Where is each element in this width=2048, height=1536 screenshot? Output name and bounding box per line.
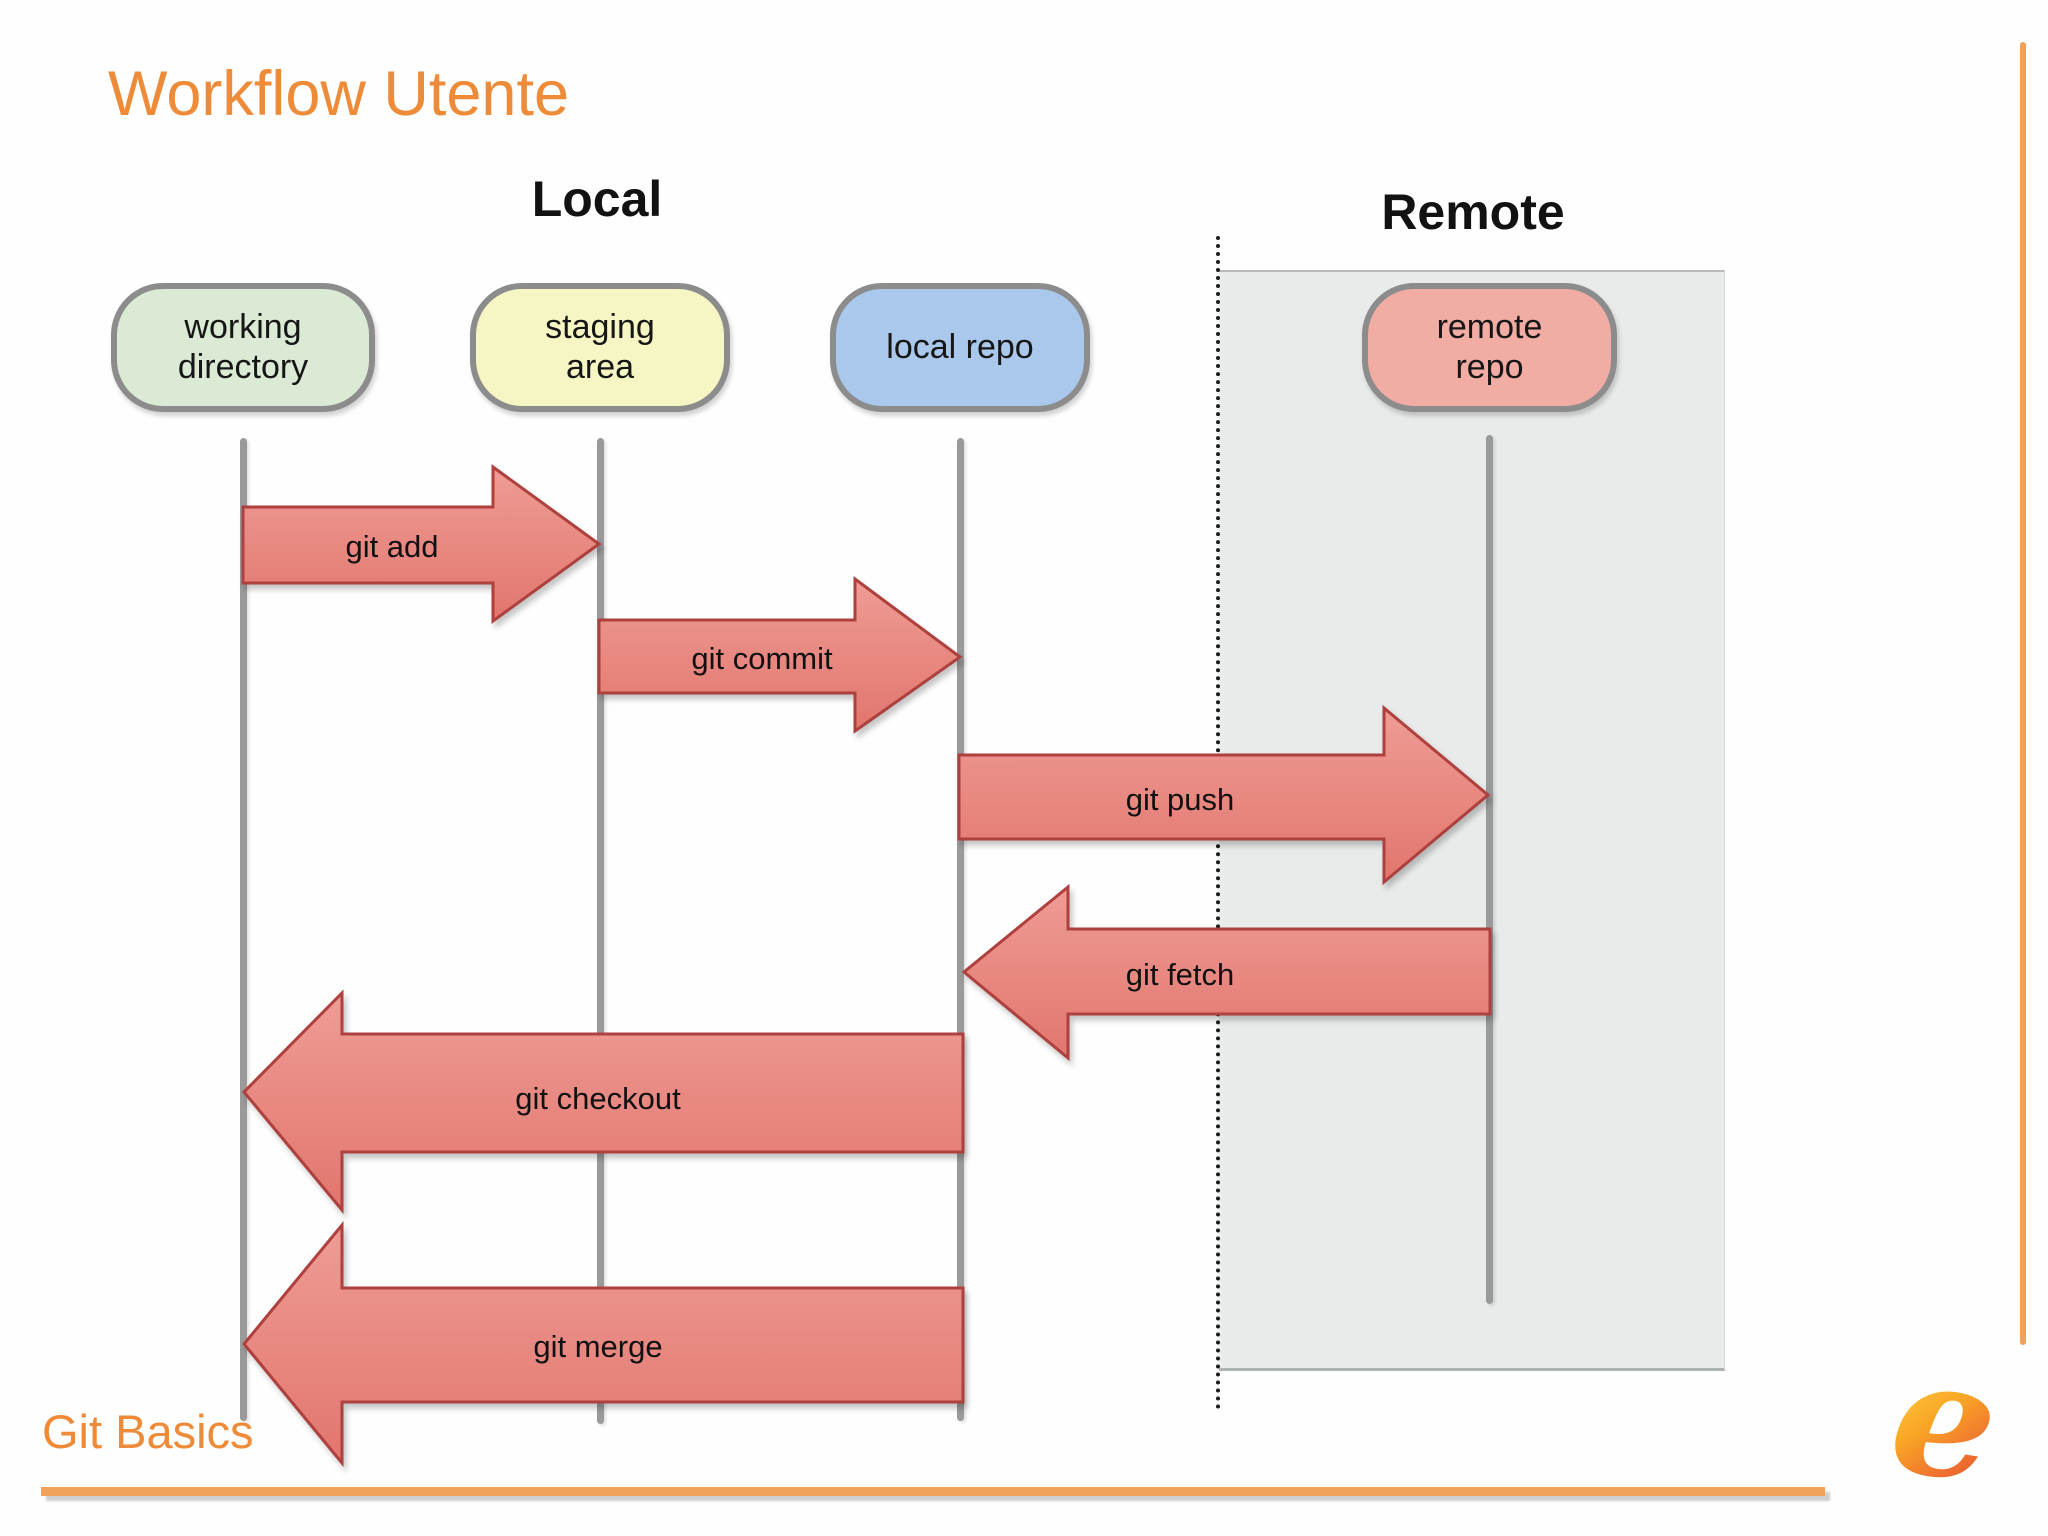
section-header-local: Local: [531, 171, 663, 227]
arrow-label-git-add: git add: [345, 529, 438, 564]
lifeline-remote-repo: [1486, 435, 1493, 1304]
company-logo-icon: e: [1845, 1319, 2045, 1521]
arrow-label-git-merge: git merge: [533, 1329, 662, 1364]
lifeline-local-repo: [957, 438, 964, 1421]
arrow-git-add: [241, 464, 602, 624]
node-label-line: remote: [1436, 308, 1543, 347]
arrow-git-checkout: [241, 989, 965, 1215]
node-label-line: working: [184, 308, 302, 347]
lifeline-staging-area: [597, 438, 604, 1424]
arrow-label-git-push: git push: [1126, 782, 1235, 817]
node-label-line: local repo: [886, 327, 1034, 366]
right-accent-rule: [2020, 42, 2026, 1345]
arrow-git-push: [957, 704, 1491, 886]
slide-title: Workflow Utente: [108, 59, 569, 129]
slide-footer: Git Basics: [42, 1405, 254, 1458]
lifeline-working-directory: [240, 438, 247, 1421]
section-header-remote: Remote: [1381, 184, 1565, 240]
node-label-line: staging: [545, 308, 655, 347]
arrow-git-fetch: [961, 883, 1492, 1062]
logo-e-glyph: e: [1880, 1319, 2010, 1521]
node-label-line: directory: [177, 347, 309, 386]
arrow-label-git-fetch: git fetch: [1126, 957, 1235, 992]
node-label-line: repo: [1455, 347, 1524, 386]
node-local-repo: local repo: [830, 283, 1090, 412]
bottom-accent-rule: [41, 1487, 1825, 1496]
arrow-git-commit: [597, 576, 963, 734]
arrow-label-git-checkout: git checkout: [515, 1081, 681, 1116]
arrow-label-git-commit: git commit: [691, 641, 833, 676]
node-label-line: area: [565, 347, 635, 386]
arrow-git-merge: [242, 1220, 965, 1468]
